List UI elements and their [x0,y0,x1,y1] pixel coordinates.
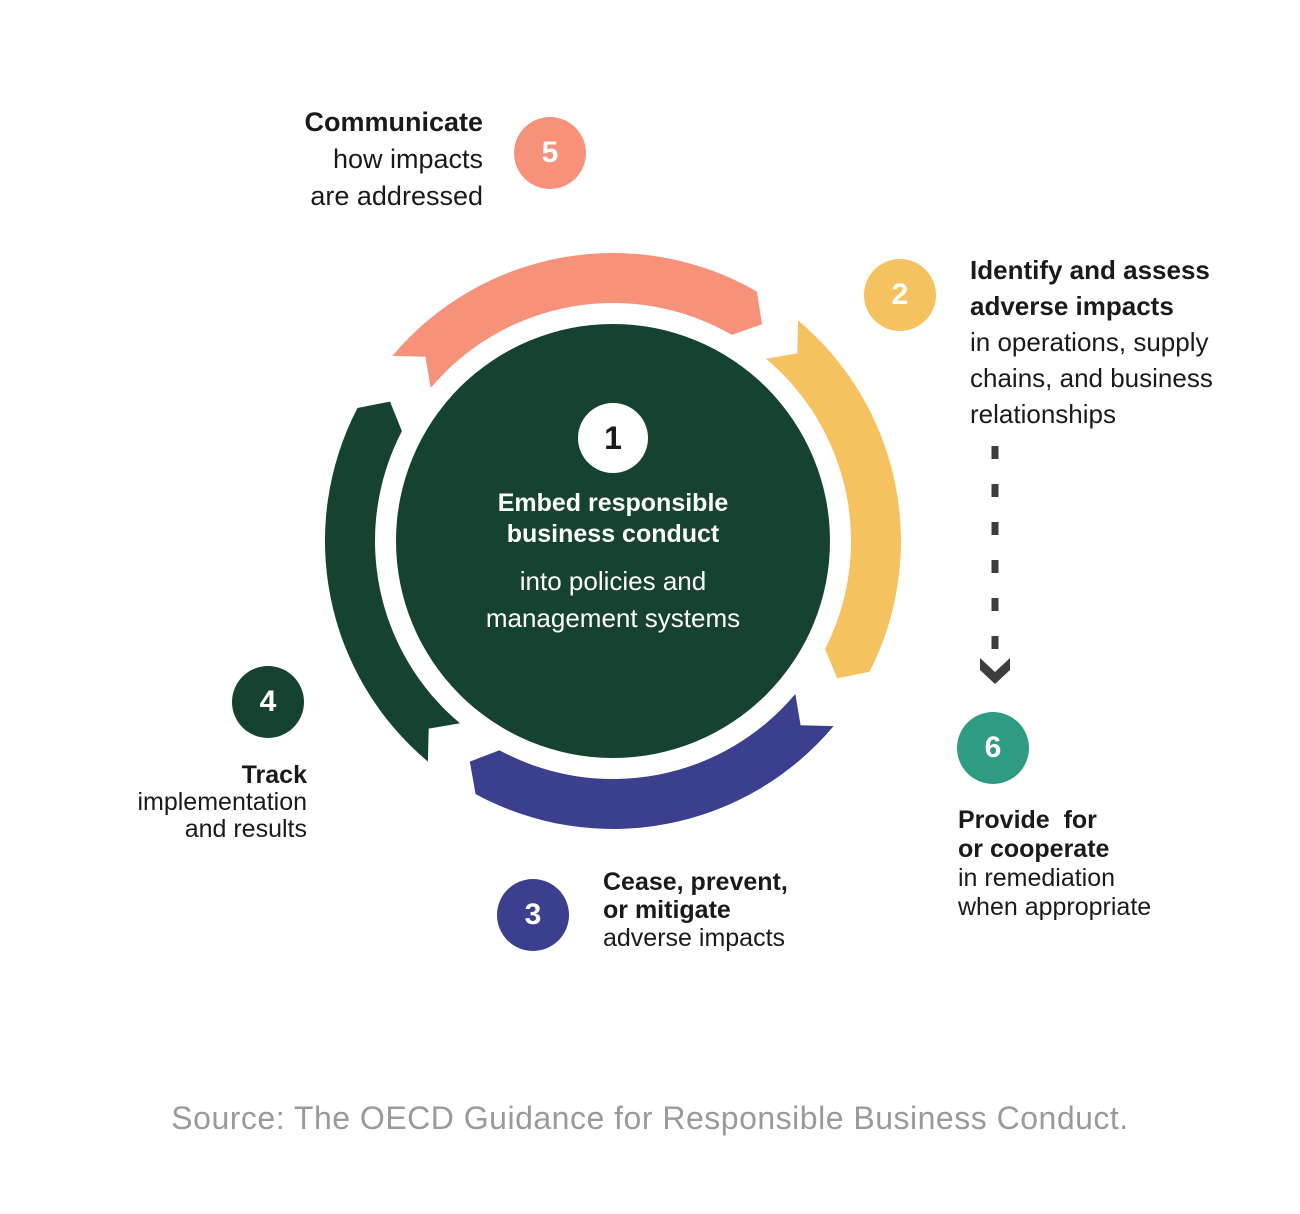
step1-subtitle: into policies and management systems [485,566,741,633]
step5-label: Communicate how impacts are addressed [304,107,483,211]
step1-circle: 1 Embed responsible business conduct int… [396,324,830,758]
step3-label: Cease, prevent, or mitigate adverse impa… [603,868,788,952]
source-caption: Source: The OECD Guidance for Responsibl… [171,1100,1129,1136]
step2-label: Identify and assess adverse impacts in o… [970,255,1213,429]
step2-number-badge: 2 [864,259,936,331]
step3-number-badge: 3 [497,879,569,951]
arc-step4-track [324,401,460,762]
arc-step5-communicate [392,253,762,388]
step6-number-badge: 6 [957,712,1029,784]
step4-number-badge: 4 [232,666,304,738]
step4-label: Track implementation and results [137,761,307,843]
step5-number-badge: 5 [514,117,586,189]
step1-title: Embed responsible business conduct [497,489,729,548]
step1-number: 1 [604,419,622,456]
arc-step3-cease [469,694,834,829]
arc-step2-identify [766,320,901,679]
step6-label: Provide for or cooperate in remediation … [958,806,1152,921]
step1-number-badge: 1 [578,403,648,473]
arrowhead-down-icon [980,658,1010,684]
